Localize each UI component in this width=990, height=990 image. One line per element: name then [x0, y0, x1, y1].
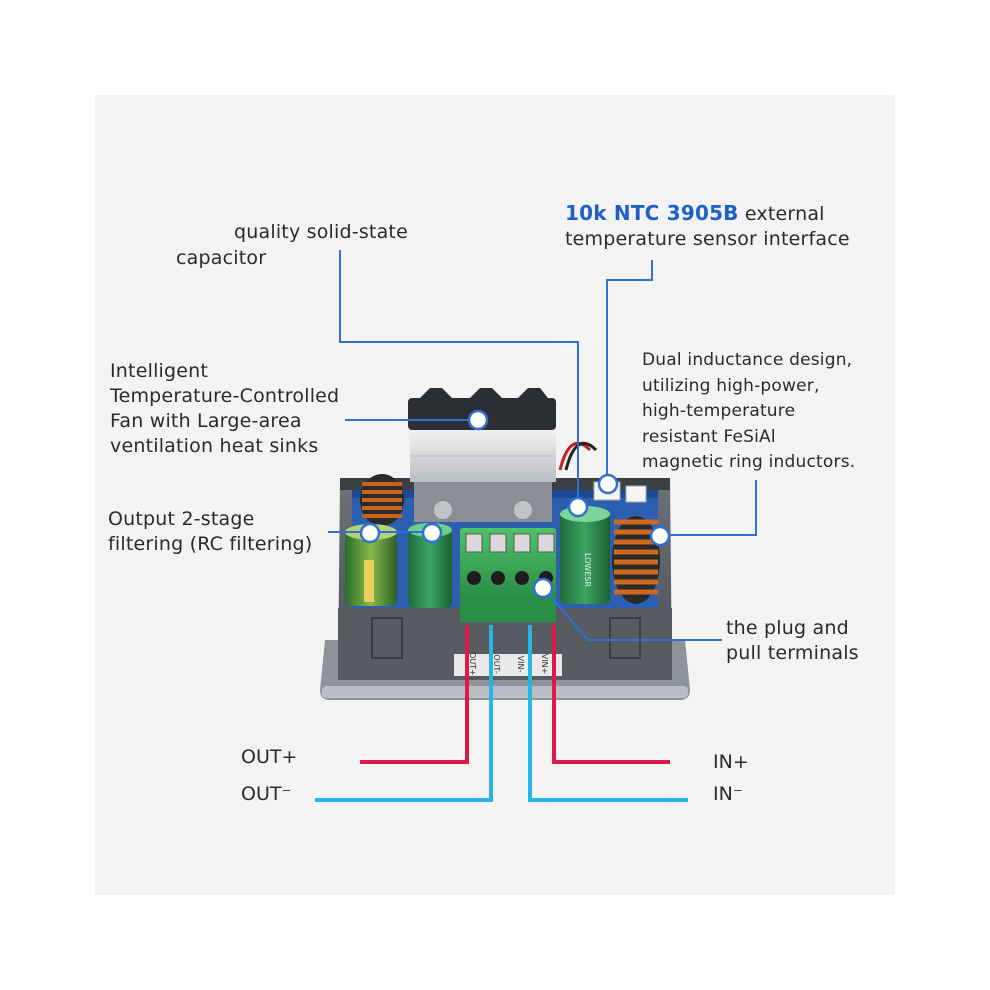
capacitor-solid-state: LOWESR	[560, 506, 610, 604]
label-filter-line1: Output 2-stage	[108, 508, 255, 530]
label-ntc-line2: temperature sensor interface	[565, 228, 850, 250]
label-terminals-line1: the plug and	[726, 617, 849, 639]
terminal-label-out-plus: OUT+	[468, 652, 477, 676]
wire-out-plus	[360, 625, 469, 764]
label-ntc-line1: 10k NTC 3905B external	[565, 201, 825, 227]
inductor-left	[360, 474, 404, 526]
terminal-label-vin-minus: VIN-	[516, 656, 525, 673]
pin-label-out-plus: OUT+	[241, 746, 298, 768]
wire-in-minus	[528, 625, 688, 802]
label-capacitor-line1: quality solid-state	[234, 221, 408, 243]
dot-terminals	[532, 577, 554, 599]
terminal-label-out-minus: OUT-	[492, 654, 501, 673]
callout-lines	[328, 250, 757, 641]
dot-fan	[467, 409, 489, 431]
label-fan-line1: Intelligent	[110, 360, 209, 382]
pin-label-in-plus: IN+	[713, 751, 749, 773]
wires	[315, 625, 688, 802]
callout-line-ntc	[606, 260, 653, 482]
label-inductance-line3: high-temperature	[642, 401, 796, 421]
label-filter-line2: filtering (RC filtering)	[108, 533, 313, 555]
label-inductance-line5: magnetic ring inductors.	[642, 452, 856, 472]
inductor-right	[612, 516, 660, 604]
dot-ntc	[597, 473, 619, 495]
dot-filter-left	[359, 522, 381, 544]
dot-filter-right	[421, 522, 443, 544]
terminal-block: OUT+ OUT- VIN- VIN+	[454, 528, 562, 676]
label-inductance-line2: utilizing high-power,	[642, 376, 820, 396]
callout-line-capacitor	[339, 250, 579, 505]
callout-dots	[359, 409, 671, 599]
pin-label-in-minus: IN⁻	[713, 783, 743, 805]
label-capacitor-line2: capacitor	[176, 247, 267, 269]
label-fan-line2: Temperature-Controlled	[110, 385, 340, 407]
terminal-label-vin-plus: VIN+	[540, 654, 549, 675]
wire-out-minus	[315, 625, 493, 802]
label-inductance-line4: resistant FeSiAl	[642, 427, 776, 447]
pin-label-out-minus: OUT⁻	[241, 783, 292, 805]
label-terminals-line2: pull terminals	[726, 642, 859, 664]
label-fan-line3: Fan with Large-area	[110, 410, 302, 432]
callout-line-inductance	[662, 480, 757, 536]
wire-in-plus	[552, 625, 670, 764]
label-ntc-rest: external	[738, 203, 825, 225]
capacitor-print: LOWESR	[583, 553, 592, 588]
dot-inductance	[649, 525, 671, 547]
label-ntc-highlight: 10k NTC 3905B	[565, 201, 739, 225]
dot-capacitor	[567, 496, 589, 518]
callout-line-terminals	[544, 589, 722, 641]
label-inductance-line1: Dual inductance design,	[642, 350, 853, 370]
label-fan-line4: ventilation heat sinks	[110, 435, 319, 457]
heat-sink	[408, 388, 556, 522]
